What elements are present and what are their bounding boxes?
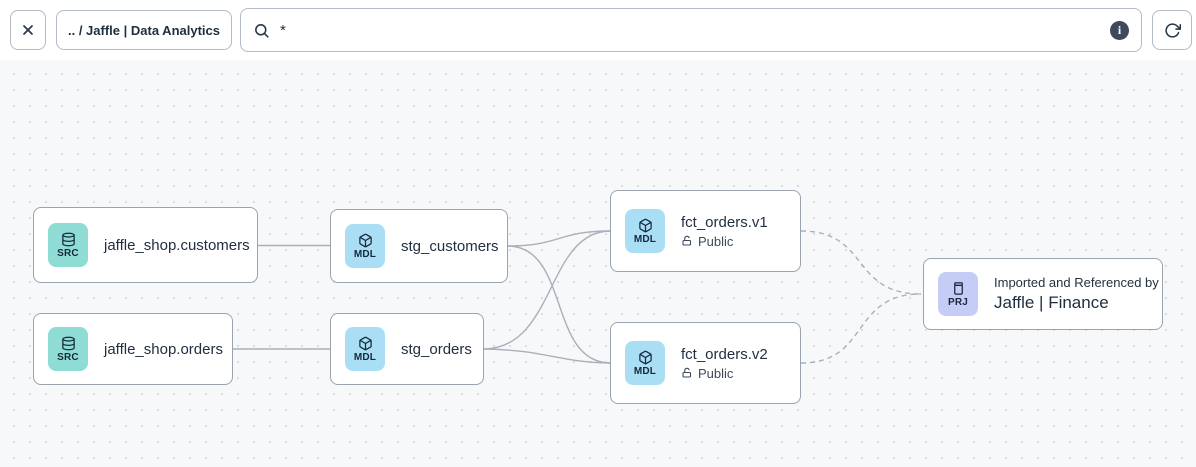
project-badge: PRJ <box>938 272 978 316</box>
node-fct-orders-v2[interactable]: MDL fct_orders.v2 Public <box>610 322 801 404</box>
node-jaffle-shop-orders[interactable]: SRC jaffle_shop.orders <box>33 313 233 385</box>
cube-icon <box>638 218 653 233</box>
edge-stgcustomers-v1 <box>507 230 611 247</box>
edge-v1-project <box>800 230 922 295</box>
cube-icon <box>358 233 373 248</box>
node-label: fct_orders.v1 <box>681 213 768 231</box>
lineage-canvas[interactable]: SRC jaffle_shop.customers SRC jaffle_sho… <box>0 60 1196 467</box>
lineage-toolbar: .. / Jaffle | Data Analytics i <box>0 0 1196 60</box>
badge-label: SRC <box>57 247 79 259</box>
edge-v2-project <box>800 293 922 364</box>
node-stg-customers[interactable]: MDL stg_customers <box>330 209 508 283</box>
refresh-button[interactable] <box>1152 10 1192 50</box>
model-badge: MDL <box>625 341 665 385</box>
access-label: Public <box>698 365 734 381</box>
unlock-icon <box>681 367 693 379</box>
badge-label: PRJ <box>947 296 969 308</box>
search-box[interactable]: i <box>240 8 1142 52</box>
breadcrumb[interactable]: .. / Jaffle | Data Analytics <box>56 10 232 50</box>
node-label: fct_orders.v2 <box>681 345 768 363</box>
source-badge: SRC <box>48 327 88 371</box>
database-icon <box>61 336 76 351</box>
info-icon[interactable]: i <box>1110 20 1129 40</box>
archive-icon <box>951 281 966 296</box>
cube-icon <box>638 350 653 365</box>
badge-label: MDL <box>353 351 377 363</box>
edge-stgcustomers-v2 <box>507 245 611 364</box>
edge-stgorders-v2 <box>483 348 611 364</box>
cube-icon <box>358 336 373 351</box>
node-label: stg_customers <box>401 237 499 255</box>
access-label: Public <box>698 233 734 249</box>
badge-label: SRC <box>57 351 79 363</box>
node-label: jaffle_shop.orders <box>104 340 223 358</box>
badge-label: MDL <box>633 233 657 245</box>
model-badge: MDL <box>345 224 385 268</box>
node-jaffle-shop-customers[interactable]: SRC jaffle_shop.customers <box>33 207 258 283</box>
node-project-jaffle-finance[interactable]: PRJ Imported and Referenced by Jaffle | … <box>923 258 1163 330</box>
search-input[interactable] <box>278 20 1102 40</box>
refresh-icon <box>1164 22 1181 39</box>
unlock-icon <box>681 235 693 247</box>
node-fct-orders-v1[interactable]: MDL fct_orders.v1 Public <box>610 190 801 272</box>
node-label: jaffle_shop.customers <box>104 236 250 254</box>
badge-label: MDL <box>633 365 657 377</box>
close-icon <box>20 22 36 38</box>
project-context-label: Imported and Referenced by <box>994 275 1159 290</box>
close-button[interactable] <box>10 10 46 50</box>
search-icon <box>253 22 270 39</box>
model-badge: MDL <box>345 327 385 371</box>
database-icon <box>61 232 76 247</box>
node-stg-orders[interactable]: MDL stg_orders <box>330 313 484 385</box>
node-label: stg_orders <box>401 340 472 358</box>
badge-label: MDL <box>353 248 377 260</box>
model-badge: MDL <box>625 209 665 253</box>
source-badge: SRC <box>48 223 88 267</box>
project-name-label: Jaffle | Finance <box>994 293 1109 312</box>
